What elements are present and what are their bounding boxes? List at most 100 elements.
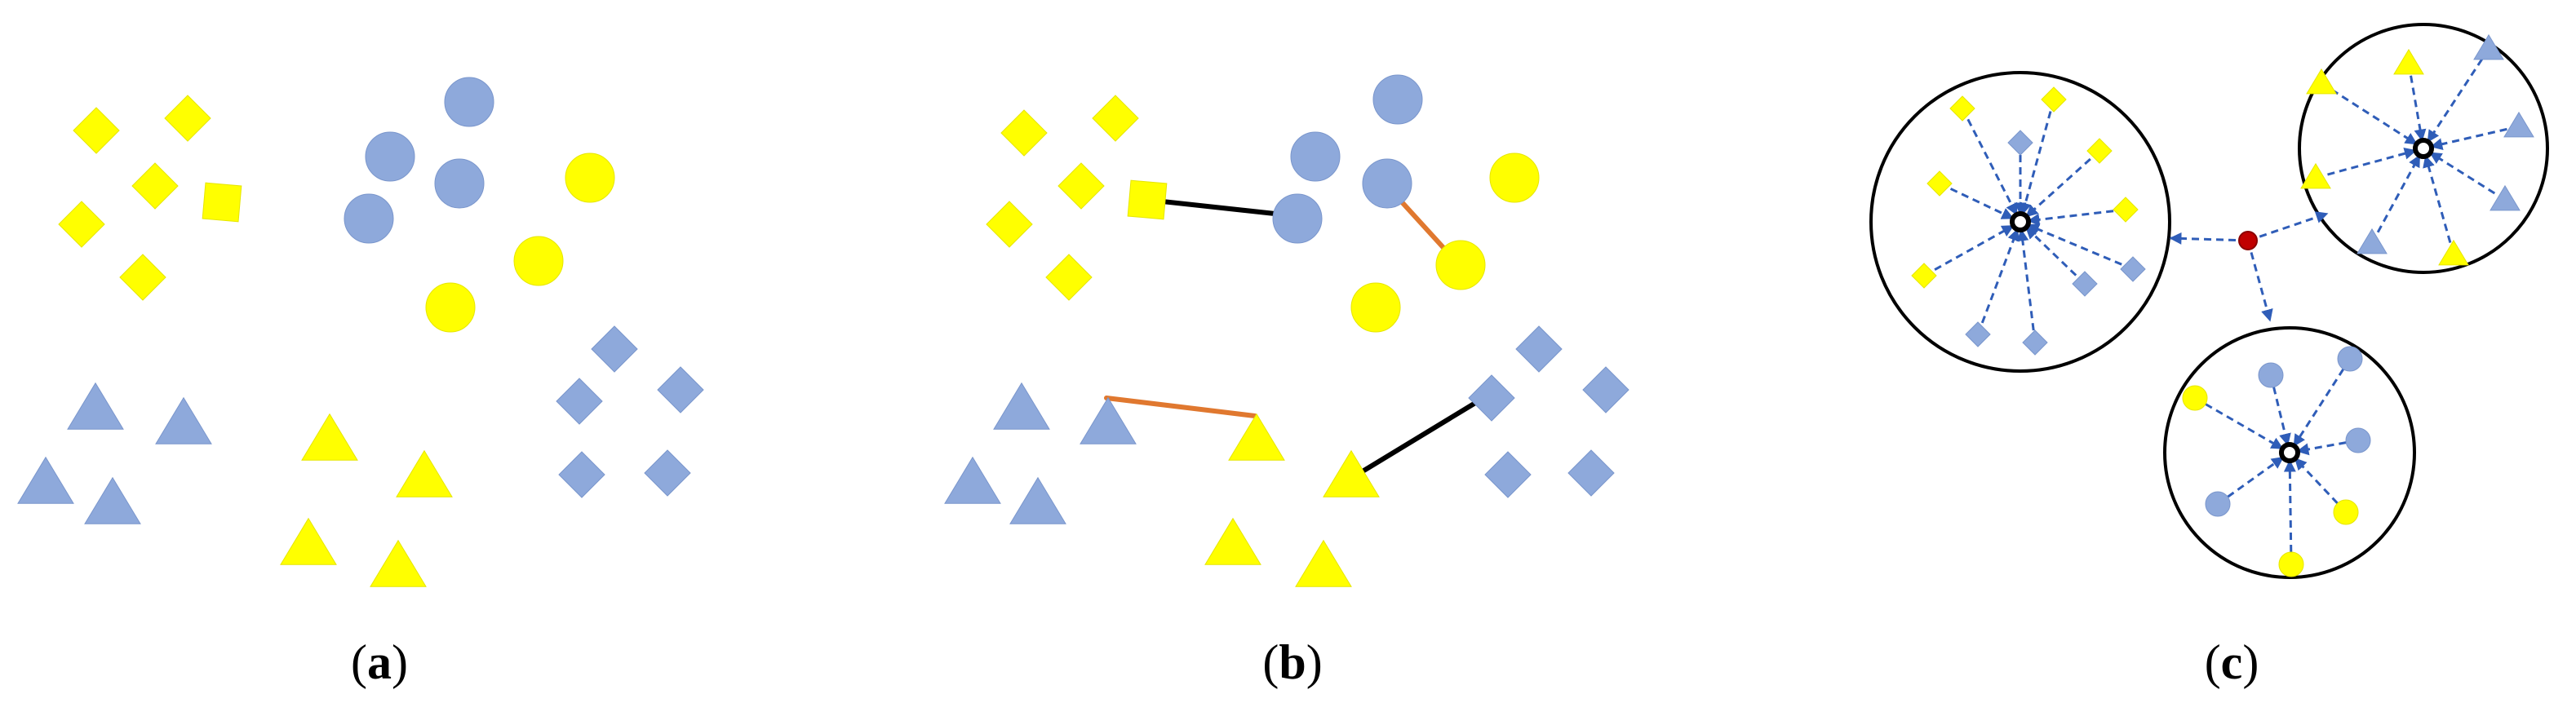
- caption-b: (b): [1262, 635, 1322, 689]
- diamond-icon: [58, 201, 105, 248]
- diamond-icon: [1949, 95, 1975, 122]
- circle-icon: [2205, 491, 2231, 517]
- dashed-arrow: [2423, 155, 2455, 255]
- circle-icon: [1290, 131, 1341, 182]
- triangle-icon: [2473, 33, 2504, 60]
- diamond-icon: [591, 325, 638, 373]
- triangle-icon: [155, 396, 212, 444]
- black-link: [1344, 396, 1486, 484]
- triangle-icon: [396, 449, 453, 497]
- diamond-icon: [2041, 86, 2067, 113]
- circle-icon: [1435, 240, 1486, 290]
- dashed-arrow: [1939, 182, 2015, 220]
- circle-icon: [344, 193, 394, 244]
- diamond-icon: [1515, 325, 1563, 373]
- diamond-icon: [657, 366, 704, 413]
- triangle-icon: [17, 456, 74, 504]
- triangle-icon: [2306, 68, 2337, 95]
- dashed-arrow: [1961, 108, 2018, 216]
- dashed-arrow: [2430, 125, 2520, 151]
- diamond-icon: [1057, 162, 1105, 210]
- diamond-icon: [1567, 449, 1615, 497]
- circle-icon: [1362, 158, 1412, 209]
- diamond-icon: [1911, 263, 1937, 289]
- panel-c: [1869, 23, 2549, 579]
- diamond-icon: [1468, 374, 1515, 422]
- dashed-arrow: [2370, 154, 2421, 244]
- cluster-center-marker: [2279, 442, 2300, 463]
- triangle-icon: [2503, 111, 2534, 138]
- diamond-icon: [119, 254, 166, 301]
- triangle-icon: [301, 413, 358, 461]
- circle-icon: [1272, 193, 1323, 244]
- diamond-icon: [164, 95, 211, 142]
- triangle-icon: [2393, 48, 2424, 75]
- dashed-arrow: [2315, 147, 2417, 179]
- dashed-arrow: [2194, 396, 2284, 450]
- circle-icon: [2258, 362, 2284, 388]
- cluster-circle: [1869, 71, 2171, 373]
- global-center-dot: [2238, 231, 2258, 250]
- dashed-arrow: [2026, 223, 2134, 271]
- diamond-icon: [558, 451, 605, 498]
- black-link: [1145, 197, 1300, 219]
- dashed-arrow: [2169, 232, 2249, 245]
- diamond-icon: [2072, 271, 2098, 297]
- diamond-icon: [131, 162, 179, 210]
- dashed-arrow: [2429, 152, 2506, 201]
- triangle-icon: [2357, 228, 2388, 254]
- diamond-icon: [2086, 138, 2113, 164]
- diamond-icon: [1000, 109, 1048, 157]
- circle-icon: [2345, 427, 2371, 453]
- square-icon: [202, 182, 242, 223]
- circle-icon: [1489, 153, 1540, 203]
- dashed-arrow: [2293, 358, 2352, 447]
- circle-icon: [565, 153, 615, 203]
- diamond-icon: [556, 378, 603, 425]
- triangle-icon: [1204, 517, 1261, 565]
- panel-a: [17, 77, 704, 587]
- dashed-arrow: [2296, 439, 2359, 456]
- dashed-arrow: [2016, 228, 2037, 343]
- circle-icon: [444, 77, 494, 127]
- circle-icon: [2182, 385, 2208, 411]
- circle-icon: [425, 282, 476, 333]
- dashed-arrow: [2321, 82, 2418, 145]
- triangle-icon: [280, 517, 337, 565]
- dashed-arrow: [2025, 149, 2101, 218]
- triangle-icon: [1009, 476, 1066, 524]
- caption-a: (a): [351, 635, 408, 689]
- dashed-arrow: [2247, 211, 2329, 242]
- dashed-arrow: [2019, 99, 2055, 215]
- triangle-icon: [2490, 184, 2521, 211]
- triangle-icon: [1228, 413, 1285, 461]
- orange-link: [1104, 396, 1257, 418]
- diamond-icon: [644, 449, 691, 497]
- diamond-icon: [2120, 256, 2146, 282]
- diamond-icon: [2113, 197, 2139, 223]
- circle-icon: [365, 131, 415, 182]
- diamond-icon: [2022, 329, 2048, 356]
- circle-icon: [2337, 346, 2363, 372]
- diamond-icon: [986, 201, 1033, 248]
- circle-icon: [1350, 282, 1401, 333]
- diamond-icon: [1965, 321, 1991, 347]
- triangle-icon: [67, 382, 124, 430]
- triangle-icon: [993, 382, 1050, 430]
- triangle-icon: [944, 456, 1001, 504]
- dashed-arrow: [2217, 456, 2285, 506]
- diamond-icon: [1926, 170, 1953, 197]
- diamond-icon: [1484, 451, 1532, 498]
- circle-icon: [434, 158, 485, 209]
- cluster-center-marker: [2413, 138, 2434, 159]
- dashed-arrow: [2246, 240, 2273, 322]
- caption-c: (c): [2205, 635, 2259, 689]
- cluster-circle: [2298, 23, 2549, 274]
- dashed-arrow: [2027, 208, 2126, 226]
- triangle-icon: [84, 476, 141, 524]
- circle-icon: [1372, 74, 1423, 125]
- cluster-center-marker: [2010, 211, 2031, 232]
- dashed-arrow: [2025, 226, 2086, 285]
- triangle-icon: [2300, 162, 2331, 189]
- circle-icon: [513, 236, 564, 286]
